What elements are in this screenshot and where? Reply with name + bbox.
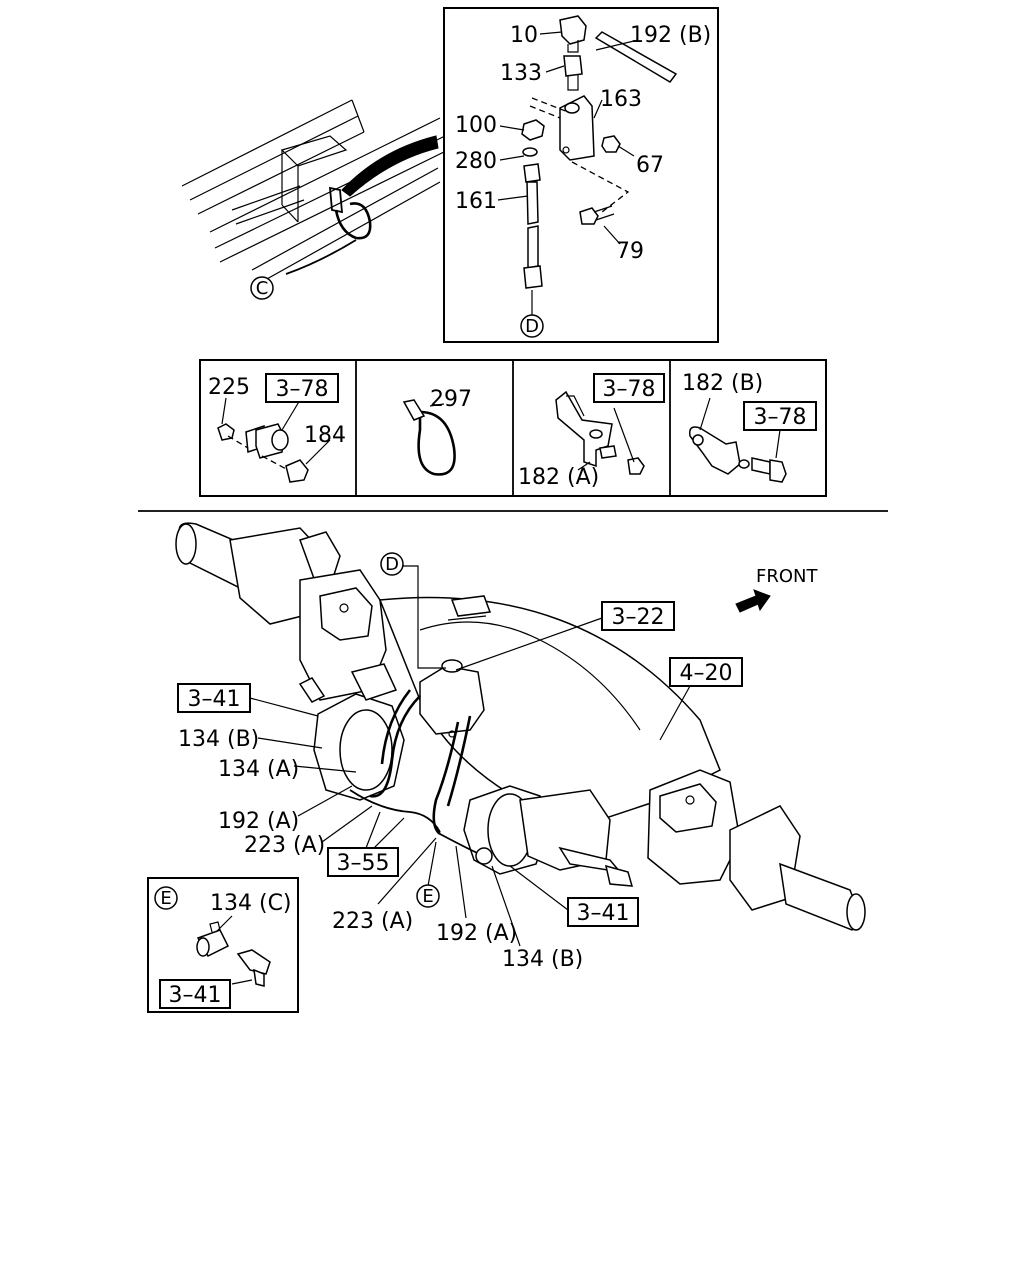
front-arrow-icon <box>735 589 771 613</box>
ref-4-20: 4–20 <box>680 661 733 686</box>
connector-d-label-axle: D <box>385 554 399 575</box>
callout-192a-bottom: 192 (A) <box>436 921 517 946</box>
strip-dividers <box>355 360 671 496</box>
nut-225 <box>217 423 235 441</box>
axle-assembly <box>175 522 866 931</box>
relay-valve <box>419 665 485 735</box>
ref-3-78-cell1: 3–78 <box>276 377 329 402</box>
connector-d-line <box>402 565 446 669</box>
callout-134c: 134 (C) <box>210 891 292 916</box>
callout-161: 161 <box>455 189 497 214</box>
hose-161 <box>526 181 539 225</box>
callout-182a: 182 (A) <box>518 465 599 490</box>
callout-192b: 192 (B) <box>630 23 711 48</box>
ref-box-3-78-cell3 <box>593 373 665 403</box>
strip-cell-3 <box>555 390 645 475</box>
ref-box-3-78-cell1 <box>265 373 339 403</box>
callout-297: 297 <box>430 387 472 412</box>
nut-100 <box>521 119 545 141</box>
nut-67 <box>601 135 621 153</box>
connector-d-marker-axle <box>380 552 404 576</box>
tube-192b <box>594 31 678 83</box>
ref-box-3-22 <box>601 601 675 631</box>
callout-192a-left: 192 (A) <box>218 809 299 834</box>
connector-d-marker-top <box>520 314 544 338</box>
callout-79: 79 <box>616 239 644 264</box>
ref-box-3-55 <box>327 847 399 877</box>
ref-box-3-78-cell4 <box>743 401 817 431</box>
bolt-182b <box>769 459 787 483</box>
fitting-133 <box>563 55 583 77</box>
ref-3-22: 3–22 <box>612 605 665 630</box>
top-panel-leaders <box>497 31 639 316</box>
ref-3-41-left: 3–41 <box>188 687 241 712</box>
ref-3-55: 3–55 <box>337 851 390 876</box>
ref-3-78-cell3: 3–78 <box>603 377 656 402</box>
ref-box-4-20 <box>669 657 743 687</box>
ref-box-3-41-inset <box>159 979 231 1009</box>
callout-280: 280 <box>455 149 497 174</box>
front-direction-label: FRONT <box>756 566 818 587</box>
washer-280 <box>522 147 538 157</box>
callout-100: 100 <box>455 113 497 138</box>
callout-133: 133 <box>500 61 542 86</box>
callout-134a: 134 (A) <box>218 757 299 782</box>
frame-rail-view <box>181 99 449 285</box>
callout-223a-left: 223 (A) <box>244 833 325 858</box>
strip-cell-1 <box>217 397 331 483</box>
top-panel-parts <box>521 15 678 289</box>
axle-callout-leaders-left <box>257 737 373 843</box>
connector-c-marker <box>250 276 274 300</box>
ref-3-78-cell4: 3–78 <box>754 405 807 430</box>
cable-tie-297 <box>417 410 456 476</box>
callout-134b-left: 134 (B) <box>178 727 259 752</box>
callout-184: 184 <box>304 423 346 448</box>
connector-e-label-inset: E <box>160 888 171 909</box>
connector-d-label-top: D <box>525 316 539 337</box>
strip-cell-4 <box>688 397 787 483</box>
connector-e-marker-inset <box>154 886 178 910</box>
inset-e-parts <box>196 915 271 987</box>
connector-e-marker-axle <box>416 884 440 908</box>
callout-223a-bottom: 223 (A) <box>332 909 413 934</box>
ref-3-41-inset: 3–41 <box>169 983 222 1008</box>
connector-e-label-axle: E <box>422 886 433 907</box>
connector-c-label: C <box>256 278 269 299</box>
elbow-fitting <box>559 15 587 45</box>
bolt-184 <box>285 459 309 483</box>
callout-67: 67 <box>636 153 664 178</box>
bracket-182a <box>555 390 613 468</box>
axle-callout-leaders-bottom <box>377 837 521 947</box>
callout-134b-bottom: 134 (B) <box>502 947 583 972</box>
strip-cell-2 <box>402 399 456 476</box>
callout-225: 225 <box>208 375 250 400</box>
callout-182b: 182 (B) <box>682 371 763 396</box>
callout-163: 163 <box>600 87 642 112</box>
ref-3-41-right: 3–41 <box>577 901 630 926</box>
top-detail-panel <box>443 7 719 343</box>
callout-10: 10 <box>510 23 538 48</box>
ref-box-3-41-right <box>567 897 639 927</box>
